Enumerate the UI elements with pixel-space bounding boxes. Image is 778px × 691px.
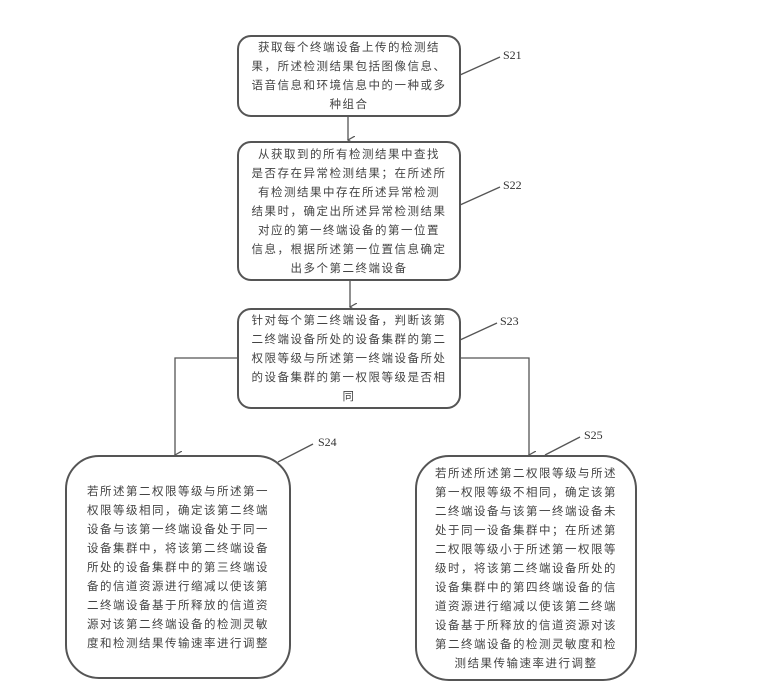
step-s24-box: 若所述第二权限等级与所述第一 权限等级相同，确定该第二终端 设备与该第一终端设备…: [65, 455, 291, 679]
text-line: 果，所述检测结果包括图像信息、: [251, 59, 447, 73]
text-line: 道资源进行缩减以使该第二终端: [435, 598, 617, 613]
text-line: 级时，将该第二终端设备所处的: [435, 560, 617, 575]
text-line: 设备集群中的第四终端设备的信: [435, 579, 617, 594]
text-line: 语音信息和环境信息中的一种或多: [251, 78, 447, 92]
text-line: 从获取到的所有检测结果中查找: [258, 146, 440, 161]
text-line: 源对该第二终端设备的检测灵敏: [87, 616, 269, 631]
text-line: 二终端设备基于所释放的信道资: [87, 597, 269, 612]
step-s24-label: S24: [318, 435, 337, 449]
text-line: 信息，根据所述第一位置信息确定: [251, 241, 447, 256]
leader-s25: [544, 436, 581, 456]
text-line: 处于同一设备集群中；在所述第: [435, 522, 617, 537]
text-line: 所处的设备集群中的第三终端设: [87, 559, 269, 574]
text-line: 设备基于所释放的信道资源对该: [435, 617, 617, 632]
text-line: 是否存在异常检测结果；在所述所: [251, 165, 447, 180]
text-line: 若所述第二权限等级与所述第一: [87, 483, 269, 498]
text-line: 种组合: [329, 97, 369, 111]
text-line: 二权限等级小于所述第一权限等: [435, 541, 617, 556]
text-line: 若所述所述第二权限等级与所述: [435, 465, 617, 480]
text-line: 同: [342, 389, 356, 403]
step-s25-label: S25: [584, 428, 603, 442]
arrow-s23-s25: [460, 357, 529, 455]
leader-s24: [277, 443, 314, 463]
text-line: 度和检测结果传输速率进行调整: [87, 635, 269, 650]
step-s23-box: 针对每个第二终端设备，判断该第 二终端设备所处的设备集群的第二 权限等级与所述第…: [237, 308, 461, 409]
step-s21-box: 获取每个终端设备上传的检测结 果，所述检测结果包括图像信息、 语音信息和环境信息…: [237, 35, 461, 117]
text-line: 设备与该第一终端设备处于同一: [87, 521, 269, 536]
step-s21-label: S21: [503, 48, 522, 62]
step-s23-label: S23: [500, 314, 519, 328]
text-line: 二终端设备与该第一终端设备未: [435, 503, 617, 518]
text-line: 权限等级相同，确定该第二终端: [87, 502, 269, 517]
arrow-s23-s24: [175, 357, 237, 455]
text-line: 测结果传输速率进行调整: [454, 655, 598, 670]
step-s22-label: S22: [503, 178, 522, 192]
text-line: 权限等级与所述第一终端设备所处: [251, 351, 447, 365]
text-line: 结果时，确定出所述异常检测结果: [251, 203, 447, 218]
step-s25-box: 若所述所述第二权限等级与所述 第一权限等级不相同，确定该第 二终端设备与该第一终…: [415, 455, 637, 681]
leader-s21: [459, 56, 501, 76]
text-line: 设备集群中，将该第二终端设备: [87, 540, 269, 555]
leader-s22: [459, 186, 501, 206]
text-line: 第一权限等级不相同，确定该第: [435, 484, 617, 499]
text-line: 针对每个第二终端设备，判断该第: [251, 313, 447, 327]
text-line: 有检测结果中存在所述异常检测: [258, 184, 440, 199]
text-line: 对应的第一终端设备的第一位置: [258, 222, 440, 237]
text-line: 获取每个终端设备上传的检测结: [258, 40, 440, 54]
step-s22-box: 从获取到的所有检测结果中查找 是否存在异常检测结果；在所述所 有检测结果中存在所…: [237, 141, 461, 281]
text-line: 备的信道资源进行缩减以使该第: [87, 578, 269, 593]
text-line: 的设备集群的第一权限等级是否相: [251, 370, 447, 384]
text-line: 出多个第二终端设备: [290, 260, 408, 275]
text-line: 第二终端设备的检测灵敏度和检: [435, 636, 617, 651]
text-line: 二终端设备所处的设备集群的第二: [251, 332, 447, 346]
leader-s23: [459, 322, 498, 341]
